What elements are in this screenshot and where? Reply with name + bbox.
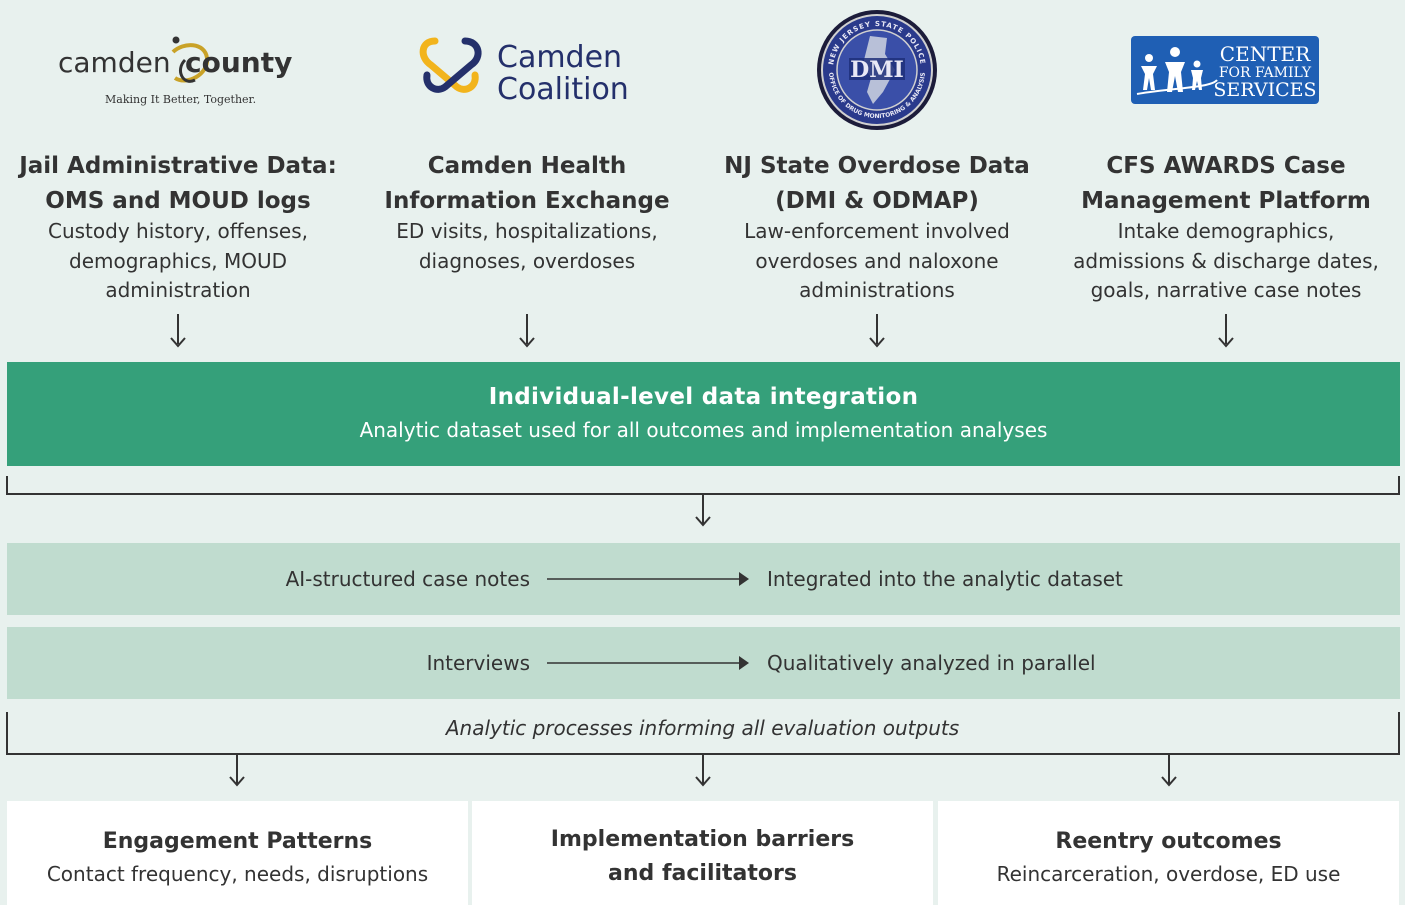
process-to-label: Integrated into the analytic dataset — [767, 567, 1123, 591]
camden-county-logo: camden county Making It Better, Together… — [55, 30, 305, 110]
svg-text:SERVICES: SERVICES — [1213, 79, 1316, 101]
svg-text:FOR FAMILY: FOR FAMILY — [1219, 65, 1312, 81]
output-engagement-patterns: Engagement Patterns Contact frequency, n… — [7, 801, 468, 905]
output-title: Reentry outcomes — [1055, 829, 1282, 854]
process-band-case-notes: AI-structured case notes Integrated into… — [7, 543, 1400, 615]
cfs-logo: CENTER FOR FAMILY SERVICES — [1131, 36, 1319, 104]
bracket-connector — [6, 476, 1400, 527]
integration-title: Individual-level data integration — [488, 384, 919, 410]
dmi-seal-logo: DMI NEW JERSEY STATE POLICE OFFICE OF DR… — [815, 8, 939, 132]
down-arrow-icon — [869, 314, 885, 348]
output-subtitle: Contact frequency, needs, disruptions — [46, 862, 429, 886]
output-title-line2: and facilitators — [608, 861, 797, 886]
svg-text:Coalition: Coalition — [497, 72, 629, 107]
output-title-line1: Implementation barriers — [550, 827, 855, 852]
source-desc-jail: Custody history, offenses,demographics, … — [47, 219, 309, 302]
source-desc-hie: ED visits, hospitalizations,diagnoses, o… — [396, 219, 658, 273]
right-arrow-icon — [547, 656, 749, 670]
output-bracket-connector — [6, 712, 1400, 787]
process-to-label: Qualitatively analyzed in parallel — [767, 651, 1096, 675]
output-reentry-outcomes: Reentry outcomes Reincarceration, overdo… — [938, 801, 1399, 905]
svg-text:Camden: Camden — [497, 40, 622, 75]
camden-coalition-logo: Camden Coalition — [417, 35, 647, 107]
process-band-interviews: Interviews Qualitatively analyzed in par… — [7, 627, 1400, 699]
integration-subtitle: Analytic dataset used for all outcomes a… — [359, 418, 1048, 442]
right-arrow-icon — [547, 572, 749, 586]
process-from-label: AI-structured case notes — [285, 567, 530, 591]
process-from-label: Interviews — [426, 651, 530, 675]
svg-text:CENTER: CENTER — [1220, 42, 1311, 66]
down-arrow-icon — [519, 314, 535, 348]
output-implementation: Implementation barriers and facilitators — [472, 801, 933, 905]
analytic-caption: Analytic processes informing all evaluat… — [445, 716, 960, 740]
source-desc-cfs: Intake demographics,admissions & dischar… — [1073, 219, 1379, 302]
svg-text:camden: camden — [58, 46, 171, 79]
output-title: Engagement Patterns — [102, 829, 373, 854]
svg-text:county: county — [185, 46, 292, 79]
down-arrow-icon — [170, 314, 186, 348]
svg-text:DMI: DMI — [850, 57, 904, 83]
integration-band: Individual-level data integration Analyt… — [7, 362, 1400, 466]
down-arrow-icon — [1218, 314, 1234, 348]
source-title-nj-overdose: NJ State Overdose Data(DMI & ODMAP) — [724, 153, 1030, 214]
svg-text:Making It Better, Together.: Making It Better, Together. — [105, 93, 256, 106]
output-subtitle: Reincarceration, overdose, ED use — [996, 862, 1341, 886]
source-title-jail: Jail Administrative Data:OMS and MOUD lo… — [19, 153, 337, 214]
